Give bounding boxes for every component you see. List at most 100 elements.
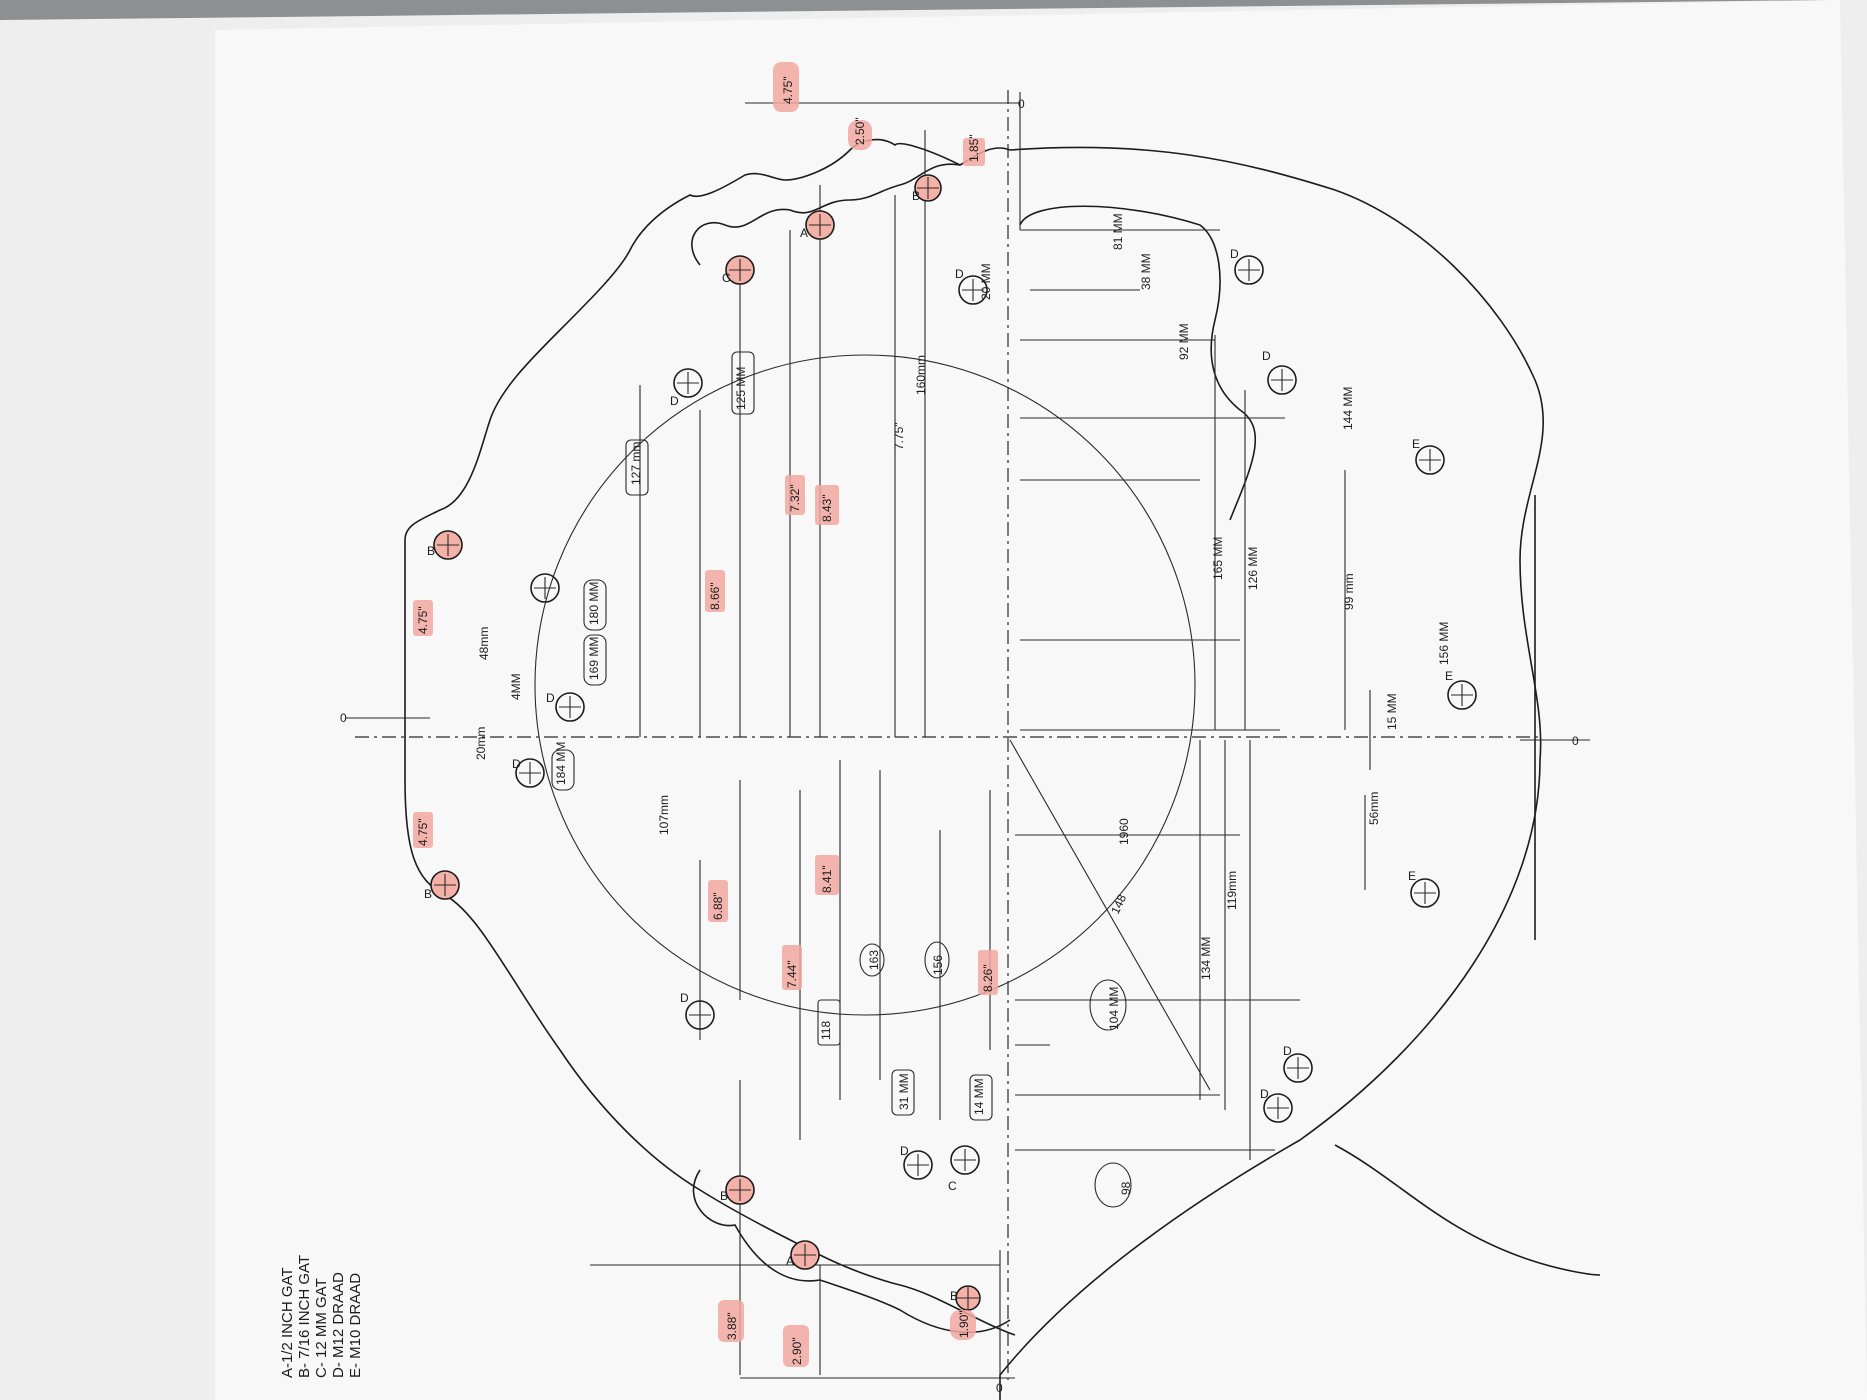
- dim-3-88: 3.88": [725, 1312, 739, 1340]
- dim-144: 144 MM: [1341, 387, 1355, 430]
- dim-38: 38 MM: [1139, 253, 1153, 290]
- dim-184: 184 MM: [554, 742, 568, 785]
- dim-126: 126 MM: [1246, 547, 1260, 590]
- dim-4-75-lower: 4.75": [416, 818, 430, 846]
- hole-d: [673, 368, 703, 398]
- letter-d: D: [955, 267, 964, 281]
- dim-8-66: 8.66": [708, 582, 722, 610]
- hole-d: [515, 758, 545, 788]
- mm-labels: 127 mm 125 MM 160mm 180 MM 48mm 4MM 20mm…: [474, 213, 1451, 1195]
- dim-99: 99 mm: [1342, 573, 1356, 610]
- dim-127: 127 mm: [629, 442, 643, 485]
- dim-118: 118: [819, 1021, 833, 1040]
- letter-e: E: [1412, 437, 1420, 451]
- dim-20a: 20mm: [474, 727, 488, 760]
- hole-e: [1410, 878, 1440, 908]
- zero-mark-bottom: 0: [1572, 734, 1579, 748]
- letter-b: B: [912, 189, 920, 203]
- ear-lobes-top: [691, 163, 961, 266]
- dim-8-43: 8.43": [820, 494, 834, 522]
- legend-line-e: E- M10 DRAAD: [347, 1273, 364, 1378]
- hole-a: [790, 1240, 820, 1270]
- letter-a: A: [786, 1254, 794, 1268]
- dim-4: 4MM: [509, 673, 523, 700]
- letter-d: D: [1260, 1087, 1269, 1101]
- dim-7-32: 7.32": [788, 484, 802, 512]
- letter-b: B: [950, 1289, 958, 1303]
- hole-c: [950, 1145, 980, 1175]
- dim-2-50-top: 2.50": [853, 117, 867, 145]
- dim-1-85-top: 1.85": [967, 134, 981, 162]
- dim-15: 15 MM: [1385, 693, 1399, 730]
- legend-line-b: B- 7/16 INCH GAT: [296, 1255, 313, 1378]
- paper-sheet: [215, 0, 1867, 1400]
- zero-mark-right: 0: [1018, 97, 1025, 111]
- dim-4-75-top: 4.75": [781, 76, 795, 104]
- label-bubbles: [551, 351, 1132, 1208]
- hole-d: [1283, 1053, 1313, 1083]
- legend-line-d: D- M12 DRAAD: [330, 1272, 347, 1378]
- dim-81: 81 MM: [1111, 213, 1125, 250]
- zero-mark-top: 0: [340, 711, 347, 725]
- letter-b: B: [424, 887, 432, 901]
- plate-bottom-foot: [1334, 1144, 1601, 1276]
- dim-165: 165 MM: [1211, 537, 1225, 580]
- hole-d: [1267, 365, 1297, 395]
- hole-crosshairs: [434, 177, 1473, 1309]
- letter-c: C: [948, 1179, 957, 1193]
- dim-48: 48mm: [477, 627, 491, 660]
- hole-e: [1447, 680, 1477, 710]
- inch-labels: 4.75" 2.50" 1.85" 4.75" 8.66" 8.43" 7.32…: [413, 62, 998, 1367]
- dim-156a: 156: [931, 955, 945, 975]
- dim-156b: 156 MM: [1437, 622, 1451, 665]
- dim-20b: 20 MM: [979, 263, 993, 300]
- dim-160: 160mm: [914, 355, 928, 395]
- dim-8-41: 8.41": [820, 865, 834, 893]
- hole-b: [725, 1175, 755, 1205]
- hole-b: [955, 1285, 981, 1311]
- dim-31: 31 MM: [897, 1073, 911, 1110]
- dim-6-88: 6.88": [711, 892, 725, 920]
- hole-d: [685, 1000, 715, 1030]
- letter-d: D: [1230, 247, 1239, 261]
- hole-letters: B B C A B B A B D D D D D C D D D D D E …: [424, 189, 1453, 1303]
- hole-d: [530, 573, 560, 603]
- dim-56: 56mm: [1367, 792, 1381, 825]
- zero-mark-left: 0: [996, 1381, 1003, 1395]
- dim-180: 180 MM: [587, 582, 601, 625]
- legend-line-a: A-1/2 INCH GAT: [279, 1267, 296, 1378]
- letter-e: E: [1408, 869, 1416, 883]
- dim-163: 163: [867, 950, 881, 970]
- hole-d: [1263, 1093, 1293, 1123]
- dim-8-26: 8.26": [981, 964, 995, 992]
- dim-7-44: 7.44": [785, 960, 799, 988]
- hole-d: [903, 1150, 933, 1180]
- dim-7-75: 7.75": [892, 422, 906, 450]
- dim-134: 134 MM: [1199, 937, 1213, 980]
- dim-1-90: 1.90": [957, 1310, 971, 1338]
- legend-line-c: C- 12 MM GAT: [313, 1278, 330, 1378]
- dim-14: 14 MM: [972, 1078, 986, 1115]
- letter-b: B: [720, 1189, 728, 1203]
- dim-2-90: 2.90": [790, 1337, 804, 1365]
- hole-d: [1234, 255, 1264, 285]
- hole-d: [958, 275, 988, 305]
- holes: [515, 255, 1477, 1180]
- letter-d: D: [670, 394, 679, 408]
- dim-169: 169 MM: [587, 637, 601, 680]
- plate-outline: [404, 138, 1544, 1400]
- crank-cutout: [1019, 205, 1256, 521]
- dim-125: 125 MM: [734, 367, 748, 410]
- bell-circle: [534, 354, 1196, 1016]
- hole-d: [555, 692, 585, 722]
- letter-d: D: [680, 991, 689, 1005]
- letter-d: D: [1283, 1044, 1292, 1058]
- hole-a: [805, 210, 835, 240]
- letter-a: A: [800, 226, 808, 240]
- dim-92: 92 MM: [1177, 323, 1191, 360]
- letter-c: C: [722, 271, 731, 285]
- letter-b: B: [427, 544, 435, 558]
- letter-d: D: [1262, 349, 1271, 363]
